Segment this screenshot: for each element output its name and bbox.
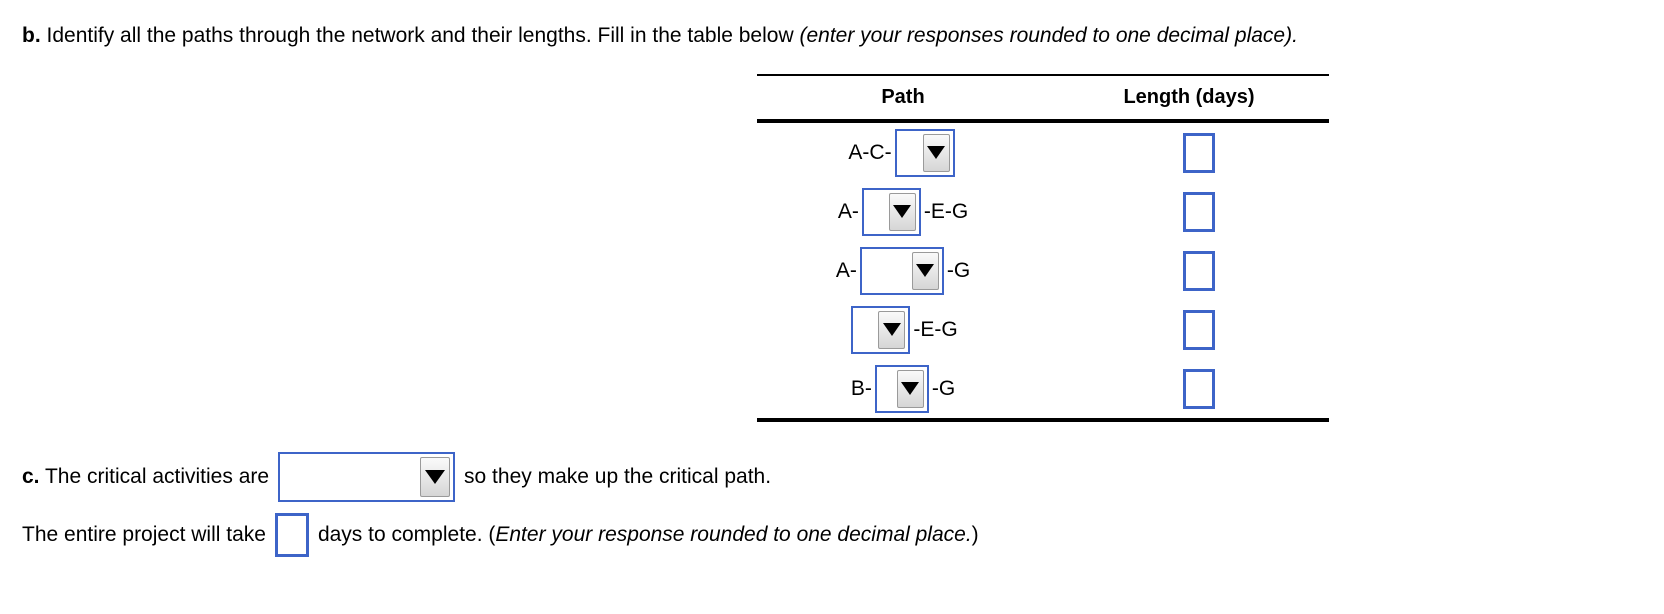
length-days-input[interactable] (1183, 250, 1215, 291)
project-duration-line: The entire project will take days to com… (22, 512, 979, 558)
path-cell: A- -G (757, 246, 1049, 295)
path-prefix: B- (850, 376, 872, 400)
table-header-rule (757, 119, 1329, 123)
length-cell (1049, 132, 1329, 173)
path-cell: A- -E-G (757, 187, 1049, 236)
question-b-label: b. (22, 24, 41, 47)
triangle-glyph (916, 264, 935, 277)
chevron-down-icon (888, 192, 916, 231)
triangle-glyph (901, 382, 920, 395)
length-column-header: Length (days) (1123, 86, 1255, 108)
triangle-glyph (882, 323, 901, 336)
chevron-down-icon (420, 457, 451, 497)
table-top-rule (757, 74, 1329, 76)
duration-text-before: The entire project will take (22, 523, 266, 546)
path-activity-select[interactable] (861, 187, 921, 236)
table-body: A-C- A- -E-G A- -G -E-G B- -G (757, 123, 1329, 418)
critical-activities-select[interactable] (278, 452, 456, 502)
table-header-row: Path Length (days) (757, 76, 1329, 119)
question-b-instruction: (enter your responses rounded to one dec… (799, 24, 1298, 47)
path-prefix: A-C- (848, 140, 892, 164)
paths-table: Path Length (days) A-C- A- -E-G A- -G -E-G B- -… (757, 74, 1329, 422)
path-prefix: A- (837, 199, 859, 223)
table-row: B- -G (757, 359, 1329, 418)
path-activity-select[interactable] (859, 246, 944, 295)
question-c-text: c. The critical activities are (22, 465, 269, 489)
path-suffix: -E-G (923, 199, 969, 223)
path-activity-select[interactable] (874, 364, 929, 413)
length-days-input[interactable] (1183, 368, 1215, 409)
table-bottom-rule (757, 418, 1329, 422)
path-suffix: -E-G (913, 317, 958, 341)
table-row: A- -G (757, 241, 1329, 300)
question-c-before: The critical activities are (39, 465, 270, 488)
path-column-header: Path (881, 86, 925, 108)
chevron-down-icon (878, 310, 906, 349)
duration-text-after: days to complete. (Enter your response r… (318, 523, 979, 547)
chevron-down-icon (911, 251, 939, 290)
question-c-line: c. The critical activities are so they m… (22, 452, 771, 502)
path-activity-select[interactable] (851, 305, 911, 354)
project-days-input[interactable] (274, 513, 309, 557)
path-activity-select[interactable] (894, 128, 955, 177)
question-c-label: c. (22, 465, 40, 488)
question-c-after: so they make up the critical path. (464, 465, 772, 488)
table-row: -E-G (757, 300, 1329, 359)
path-cell: -E-G (757, 305, 1049, 354)
path-suffix: -G (946, 258, 971, 282)
path-cell: B- -G (757, 364, 1049, 413)
table-row: A- -E-G (757, 182, 1329, 241)
duration-paren-close: ) (971, 523, 979, 546)
path-prefix: A- (835, 258, 857, 282)
length-cell (1049, 250, 1329, 291)
chevron-down-icon (896, 369, 924, 408)
triangle-glyph (425, 470, 446, 484)
length-days-input[interactable] (1183, 309, 1215, 350)
table-row: A-C- (757, 123, 1329, 182)
path-cell: A-C- (757, 128, 1049, 177)
duration-mid: days to complete. ( (317, 523, 496, 546)
length-days-input[interactable] (1183, 191, 1215, 232)
triangle-glyph (927, 146, 946, 159)
question-b-body: Identify all the paths through the netwo… (40, 24, 800, 47)
triangle-glyph (893, 205, 912, 218)
length-cell (1049, 368, 1329, 409)
length-cell (1049, 191, 1329, 232)
duration-instruction: Enter your response rounded to one decim… (495, 523, 972, 546)
length-cell (1049, 309, 1329, 350)
path-suffix: -G (931, 376, 956, 400)
chevron-down-icon (922, 133, 950, 172)
length-days-input[interactable] (1183, 132, 1215, 173)
question-b-text: b. Identify all the paths through the ne… (22, 22, 1298, 50)
